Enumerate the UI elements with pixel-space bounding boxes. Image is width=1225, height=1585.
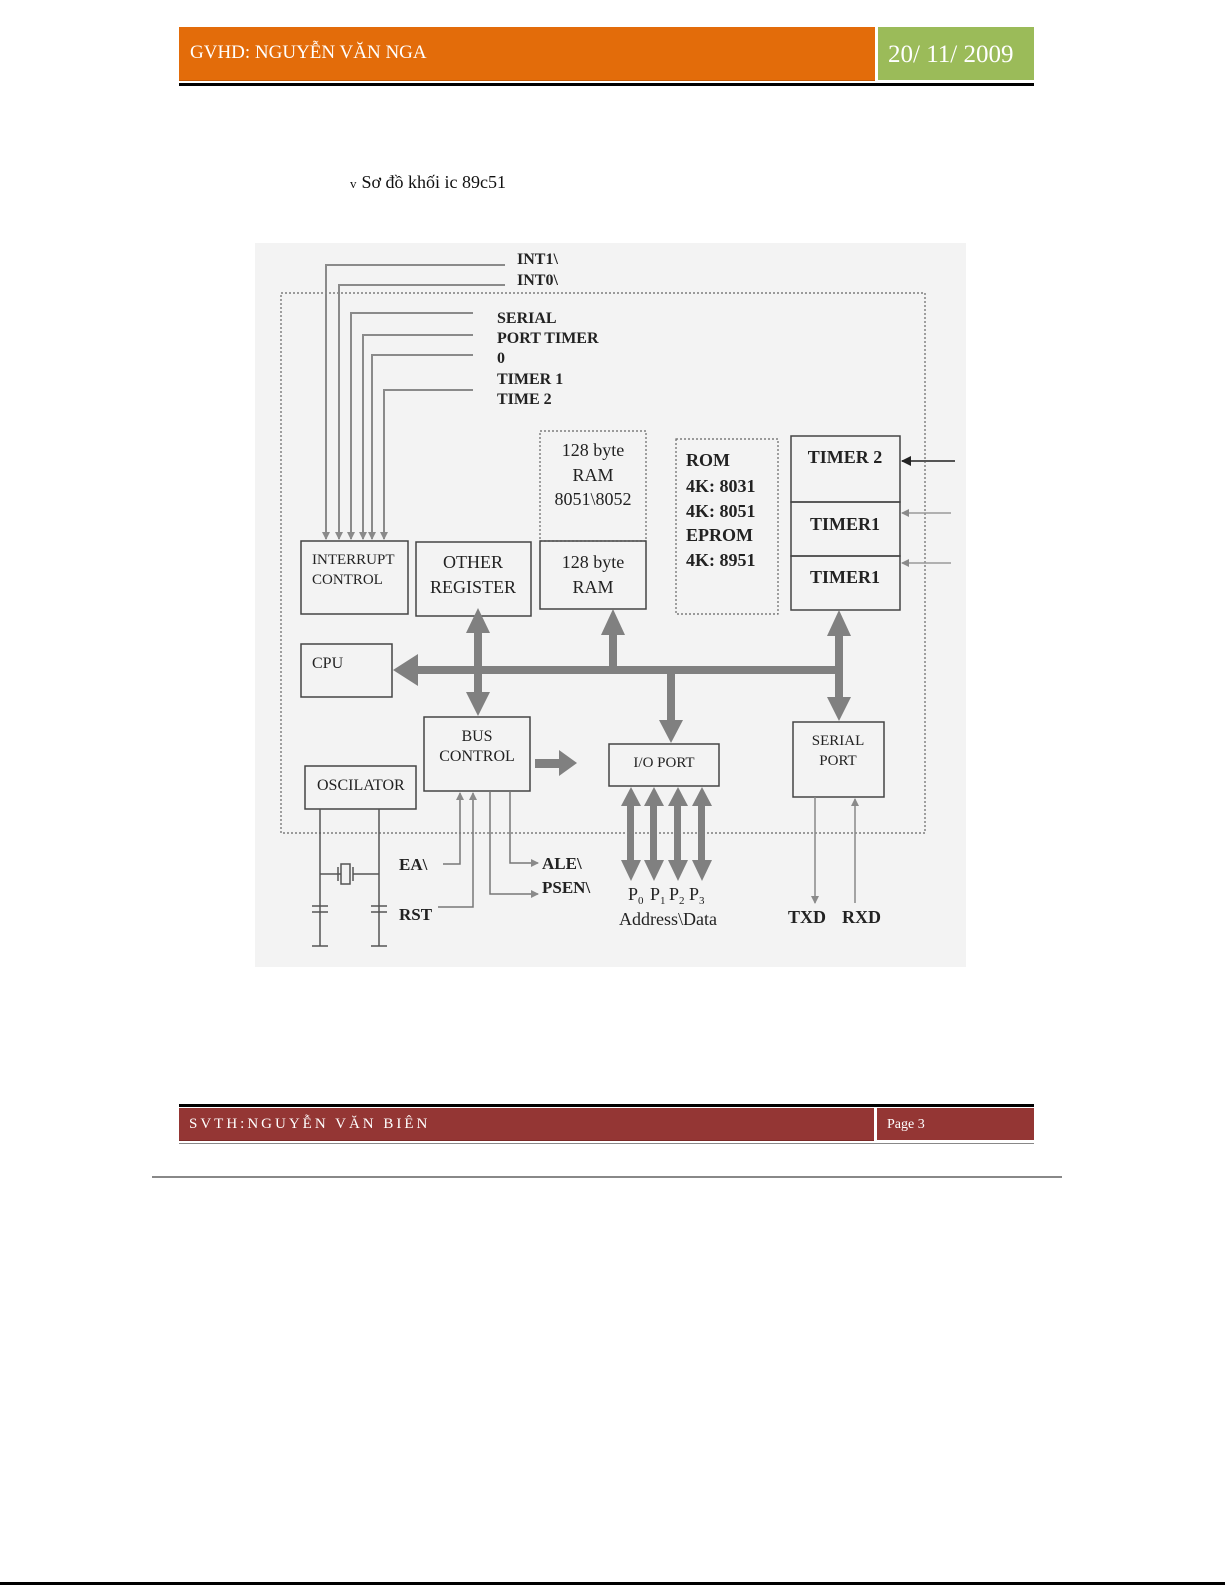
- label-int0: INT0\: [517, 272, 558, 289]
- label-txd: TXD: [788, 907, 826, 927]
- cpu-block: [300, 643, 393, 698]
- footer-rule-top: [179, 1104, 1034, 1107]
- timer2-block: [790, 435, 901, 503]
- page-separator: [152, 1176, 1062, 1178]
- ram-8052-line2: RAM: [572, 465, 613, 485]
- header-instructor: GVHD: NGUYỄN VĂN NGA: [190, 42, 427, 63]
- serial-port-line2: PORT: [819, 753, 856, 769]
- ram-8052-line1: 128 byte: [562, 440, 625, 460]
- other-register-line2: REGISTER: [430, 577, 516, 597]
- label-time2: TIME 2: [497, 391, 552, 408]
- serial-lines: [811, 797, 859, 904]
- label-p0: P0: [628, 884, 644, 907]
- cpu-label: CPU: [312, 655, 344, 672]
- timer1-label-b: TIMER1: [810, 567, 880, 587]
- ram-line1: 128 byte: [562, 552, 625, 572]
- footer-student-bar: SVTH:NGUYỄN VĂN BIÊN: [179, 1108, 874, 1141]
- header-rule: [179, 83, 1034, 86]
- label-serial: SERIAL: [497, 310, 557, 327]
- io-port-label: I/O PORT: [633, 755, 694, 771]
- section-title: Sơ đồ khối ic 89c51: [361, 172, 507, 192]
- footer-rule-bottom: [179, 1143, 1034, 1144]
- timer1-block-b: [790, 555, 901, 611]
- bus-control-line1: BUS: [461, 728, 492, 745]
- control-signal-lines: [438, 791, 539, 908]
- label-p3: P3: [689, 884, 705, 907]
- interrupt-control-block: [300, 540, 409, 615]
- footer-page-number: Page 3: [887, 1117, 925, 1132]
- ram-8052-line3: 8051\8052: [554, 489, 631, 509]
- label-p1: P1: [650, 884, 666, 907]
- block-diagram: INT1\ INT0\ SERIAL PORT TIMER 0 TIMER 1 …: [255, 243, 966, 967]
- io-port-block: [608, 743, 720, 787]
- oscillator-block: [304, 765, 417, 810]
- header-instructor-bar: GVHD: NGUYỄN VĂN NGA: [179, 27, 875, 81]
- ram-block: [539, 540, 647, 610]
- label-ea: EA\: [399, 855, 428, 874]
- label-p2: P2: [669, 884, 685, 907]
- rom-line1: ROM: [686, 450, 730, 470]
- timer2-label: TIMER 2: [808, 447, 883, 467]
- label-psen: PSEN\: [542, 878, 590, 897]
- timer1-label-a: TIMER1: [810, 514, 880, 534]
- bottom-border: [0, 1582, 1225, 1585]
- oscillator-label: OSCILATOR: [317, 777, 405, 794]
- label-int1: INT1\: [517, 251, 558, 268]
- label-port-timer: PORT TIMER: [497, 330, 599, 347]
- interrupt-input-lines: [322, 264, 505, 540]
- block-diagram-svg: INT1\ INT0\ SERIAL PORT TIMER 0 TIMER 1 …: [280, 251, 955, 947]
- label-rst: RST: [399, 905, 433, 924]
- crystal-circuit: [312, 809, 387, 947]
- serial-port-block: [792, 721, 885, 798]
- port-labels: P0 P1 P2 P3: [628, 884, 705, 907]
- rom-block: [675, 438, 779, 615]
- rom-line3: 4K: 8051: [686, 501, 756, 521]
- label-zero: 0: [497, 350, 505, 367]
- label-ale: ALE\: [542, 854, 582, 873]
- header-date: 20/ 11/ 2009: [888, 41, 1014, 68]
- rom-line4: EPROM: [686, 525, 753, 545]
- other-register-block: [415, 541, 532, 617]
- label-rxd: RXD: [842, 907, 881, 927]
- section-heading: v Sơ đồ khối ic 89c51: [350, 172, 506, 193]
- ram-line2: RAM: [572, 577, 613, 597]
- header-date-bar: 20/ 11/ 2009: [878, 27, 1034, 80]
- port-arrows: [621, 787, 712, 881]
- footer-page-bar: Page 3: [877, 1108, 1034, 1140]
- rom-line2: 4K: 8031: [686, 476, 756, 496]
- bus-control-line2: CONTROL: [439, 748, 515, 765]
- interrupt-control-line2: CONTROL: [312, 572, 383, 588]
- footer-student: SVTH:NGUYỄN VĂN BIÊN: [189, 1116, 431, 1132]
- internal-bus: [393, 608, 851, 776]
- bus-control-block: [423, 716, 531, 792]
- bullet-icon: v: [350, 176, 357, 191]
- rom-line5: 4K: 8951: [686, 550, 756, 570]
- label-address-data: Address\Data: [619, 909, 717, 929]
- other-register-line1: OTHER: [443, 552, 503, 572]
- label-timer1: TIMER 1: [497, 371, 563, 388]
- interrupt-control-line1: INTERRUPT: [312, 552, 395, 568]
- serial-port-line1: SERIAL: [812, 733, 865, 749]
